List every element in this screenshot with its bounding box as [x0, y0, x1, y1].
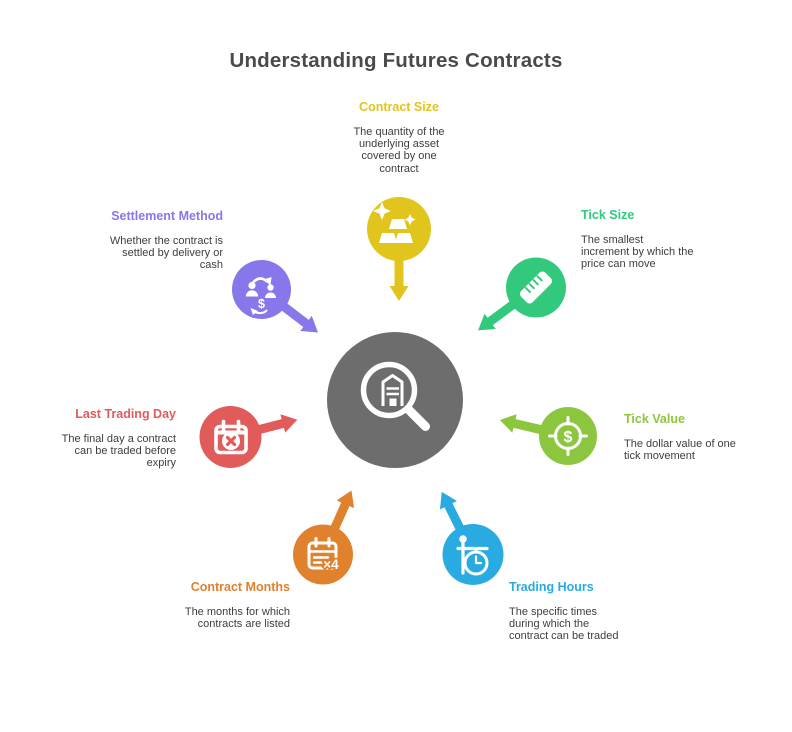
calendar-multiple-icon: ×4 [307, 537, 341, 574]
gold-bars-icon [373, 202, 416, 243]
spoke-text-tick-value: Tick Value The dollar value of one tick … [624, 412, 784, 462]
spoke-circle-tick-value [539, 407, 597, 465]
spoke-label-settlement-method: Settlement Method [111, 209, 223, 223]
spoke-text-contract-size: Contract Size The quantity of the underl… [299, 100, 499, 175]
spoke-description-contract-size: The quantity of the underlying asset cov… [353, 126, 445, 175]
page-title: Understanding Futures Contracts [229, 49, 563, 72]
dollar-glyph: $ [564, 429, 573, 446]
spoke-text-contract-months: Contract Months The months for which con… [90, 580, 290, 630]
spoke-label-trading-hours: Trading Hours [509, 580, 594, 594]
spoke-description-tick-value: The dollar value of one tick movement [624, 438, 736, 463]
dollar-target-icon: $ [548, 416, 588, 456]
ruler-icon [519, 271, 553, 304]
spoke-text-trading-hours: Trading Hours The specific times during … [509, 580, 679, 643]
spoke-description-settlement-method: Whether the contract is settled by deliv… [109, 235, 223, 272]
spoke-label-contract-months: Contract Months [190, 580, 290, 594]
spoke-text-tick-size: Tick Size The smallest increment by whic… [581, 208, 751, 271]
spoke-label-last-trading-day: Last Trading Day [75, 407, 176, 421]
spoke-text-last-trading-day: Last Trading Day The final day a contrac… [6, 407, 176, 470]
magnifier-building-icon [360, 361, 430, 431]
spoke-circle-trading-hours [442, 524, 504, 585]
hanging-clock-icon [456, 535, 489, 576]
spoke-description-tick-size: The smallest increment by which the pric… [581, 234, 694, 271]
dollar-glyph: $ [258, 297, 265, 311]
exchange-dollar-icon: $ [245, 277, 276, 315]
spoke-description-last-trading-day: The final day a contract can be traded b… [61, 433, 176, 470]
spoke-label-contract-size: Contract Size [359, 100, 439, 114]
spoke-label-tick-value: Tick Value [624, 412, 685, 426]
x4-glyph: ×4 [323, 557, 339, 572]
spoke-description-contract-months: The months for which contracts are liste… [184, 606, 290, 631]
spoke-text-settlement-method: Settlement Method Whether the contract i… [53, 209, 223, 272]
calendar-x-icon [214, 419, 248, 455]
spoke-label-tick-size: Tick Size [581, 208, 635, 222]
spoke-description-trading-hours: The specific times during which the cont… [509, 606, 619, 643]
spoke-circle-settlement-method [232, 260, 291, 319]
spoke-circle-contract-months [293, 524, 353, 585]
